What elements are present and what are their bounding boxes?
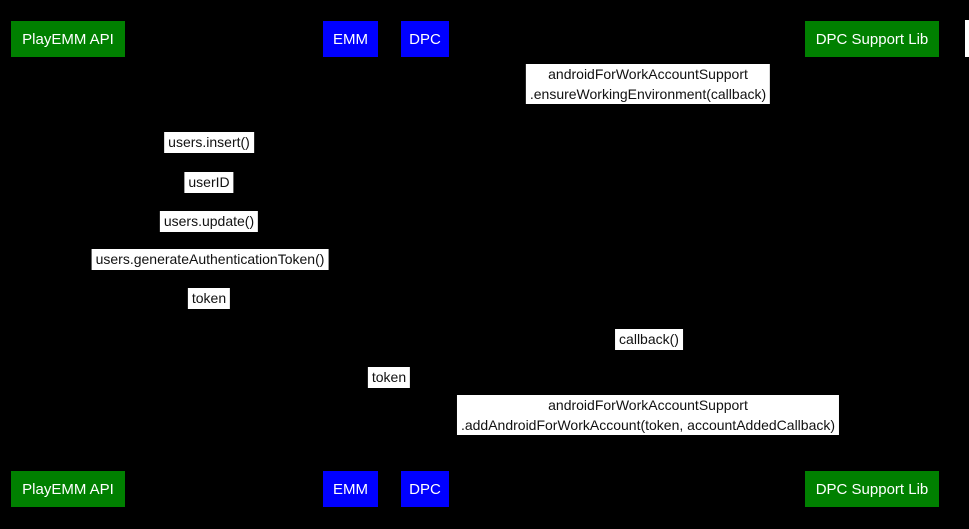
message-token-to-emm: token — [187, 288, 231, 309]
participant-dpc-bottom: DPC — [401, 471, 449, 507]
message-line: .ensureWorkingEnvironment(callback) — [529, 86, 767, 102]
participant-playemm-api-top: PlayEMM API — [11, 21, 125, 57]
message-generate-authentication-token: users.generateAuthenticationToken() — [91, 249, 329, 270]
participant-emm-bottom: EMM — [323, 471, 378, 507]
message-line: .addAndroidForWorkAccount(token, account… — [460, 417, 836, 433]
message-token-to-dpc: token — [367, 367, 411, 388]
participant-dpc-support-lib-top: DPC Support Lib — [805, 21, 939, 57]
message-users-update: users.update() — [159, 211, 259, 232]
message-line: androidForWorkAccountSupport — [548, 397, 748, 413]
message-users-insert: users.insert() — [164, 132, 254, 153]
message-ensure-working-environment: androidForWorkAccountSupport .ensureWork… — [525, 64, 771, 104]
message-user-id: userID — [184, 172, 234, 193]
message-add-android-for-work-account: androidForWorkAccountSupport .addAndroid… — [456, 395, 840, 435]
participant-playemm-api-bottom: PlayEMM API — [11, 471, 125, 507]
participant-dpc-top: DPC — [401, 21, 449, 57]
participant-dpc-support-lib-bottom: DPC Support Lib — [805, 471, 939, 507]
message-callback: callback() — [615, 329, 683, 350]
participant-emm-top: EMM — [323, 21, 378, 57]
clipped-participant-sliver — [965, 20, 969, 57]
message-line: androidForWorkAccountSupport — [548, 66, 748, 82]
